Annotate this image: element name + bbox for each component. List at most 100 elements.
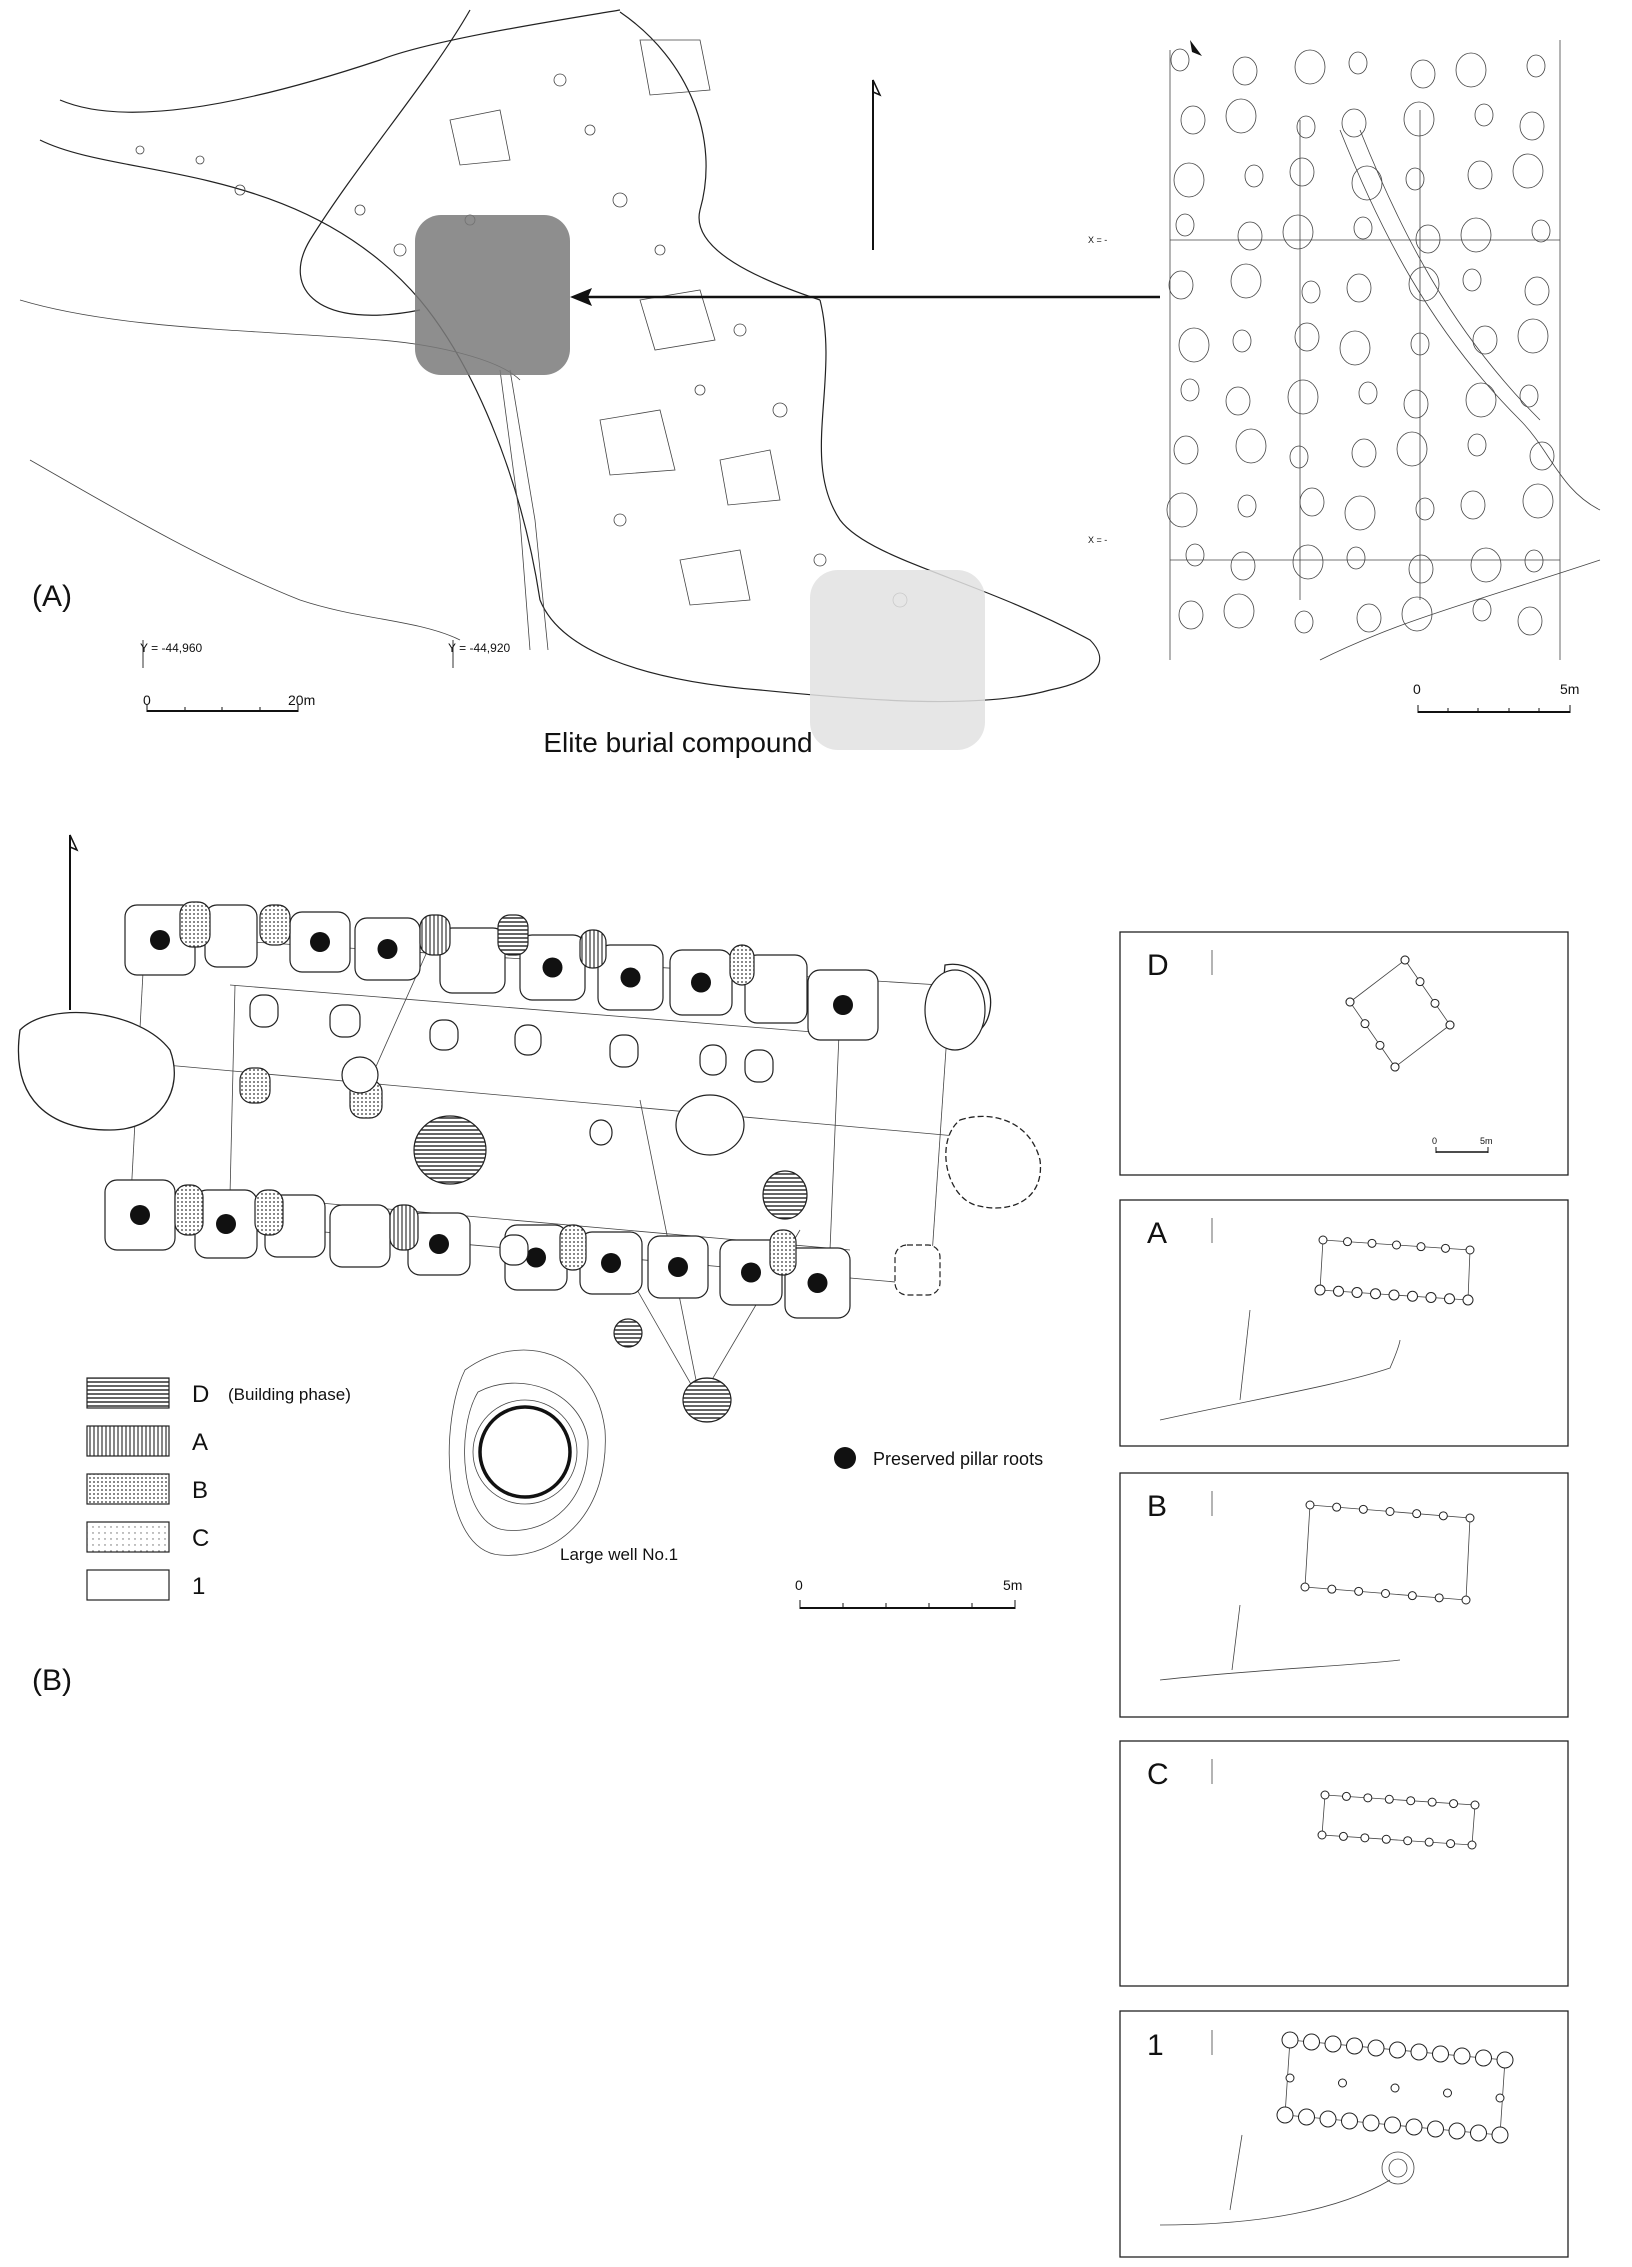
north-arrow-a xyxy=(872,79,882,250)
inset-pit xyxy=(1531,219,1551,243)
phase-panel-a xyxy=(1119,1199,1569,1447)
post-pit xyxy=(329,1204,391,1268)
post-pit xyxy=(341,1056,379,1094)
inset-pit xyxy=(1403,389,1429,419)
phase-post xyxy=(1314,1284,1326,1296)
inset-pit xyxy=(1512,153,1544,189)
inset-pit xyxy=(1472,598,1492,622)
pillar-root xyxy=(150,930,170,950)
post-pit xyxy=(769,1229,797,1276)
inset-pit xyxy=(1230,551,1256,581)
post-pit xyxy=(924,969,986,1051)
phase-post xyxy=(1332,1502,1342,1512)
phase-post xyxy=(1462,1294,1474,1306)
inset-pit xyxy=(1351,438,1377,468)
inset-pit xyxy=(1467,433,1487,457)
phase-post xyxy=(1320,1790,1330,1800)
post-pit xyxy=(439,927,506,994)
post-pit xyxy=(419,914,451,956)
phase-post xyxy=(1495,2093,1505,2103)
inset-pit xyxy=(1180,105,1206,135)
phase-a-ditch xyxy=(1159,1339,1401,1421)
inset-grid-label-1: X = - xyxy=(1088,235,1107,245)
inset-pit xyxy=(1289,445,1309,469)
inset-pit xyxy=(1472,325,1498,355)
post-pit xyxy=(579,929,607,969)
pillar-root xyxy=(833,995,853,1015)
inset-pit xyxy=(1517,606,1543,636)
post-pit xyxy=(413,1115,487,1185)
phase-post xyxy=(1390,1062,1400,1072)
inset-pit xyxy=(1356,603,1382,633)
legend-code-1: 1 xyxy=(192,1573,205,1600)
phase-post xyxy=(1303,2033,1320,2051)
building-plan xyxy=(17,901,1042,1423)
phase-post xyxy=(1445,1020,1455,1030)
inset-pit xyxy=(1519,111,1545,141)
post-pit xyxy=(675,1094,745,1156)
inset-pit xyxy=(1339,330,1371,366)
inset-pit xyxy=(1173,162,1205,198)
phase-post xyxy=(1341,1791,1351,1801)
phase-post xyxy=(1470,2124,1487,2142)
inset-pit xyxy=(1358,381,1378,405)
inset-pit xyxy=(1467,160,1493,190)
phase-post xyxy=(1453,2047,1471,2065)
phase-post xyxy=(1351,1287,1363,1298)
post-pit xyxy=(429,1019,459,1051)
phase-post xyxy=(1285,2073,1295,2083)
pillar-root xyxy=(542,957,563,978)
post-pit xyxy=(179,901,211,948)
post-pit xyxy=(682,1377,732,1423)
inset-pit xyxy=(1178,327,1210,363)
phase-code-1: 1 xyxy=(1147,2029,1164,2062)
inset-pit xyxy=(1232,56,1258,86)
post-pit xyxy=(894,1244,941,1296)
phase-post xyxy=(1425,1292,1437,1303)
inset-pit xyxy=(1522,483,1554,519)
panel-label-b: (B) xyxy=(32,1664,72,1697)
post-pit xyxy=(497,914,529,956)
inset-pit xyxy=(1232,329,1252,353)
phase-post xyxy=(1461,1595,1471,1605)
scale-bar-inset xyxy=(1417,705,1571,713)
pillar-root xyxy=(668,1257,688,1277)
post-pit xyxy=(204,904,258,968)
inset-pit xyxy=(1415,497,1435,521)
phase-post xyxy=(1362,2114,1380,2132)
pillar-root-key xyxy=(834,1447,856,1469)
phase-post xyxy=(1432,2045,1449,2063)
phase-post xyxy=(1298,2108,1315,2126)
legend-swatch-a xyxy=(86,1425,170,1457)
post-pit xyxy=(239,1067,271,1104)
phase-post xyxy=(1281,2031,1299,2049)
legend-note: (Building phase) xyxy=(228,1385,351,1404)
phase-post xyxy=(1412,1509,1422,1519)
phase-panel-b xyxy=(1119,1472,1569,1718)
inset-pit xyxy=(1396,431,1428,467)
inset-grid-label-2: X = - xyxy=(1088,535,1107,545)
inset-pit xyxy=(1465,382,1497,418)
phase-post xyxy=(1406,1796,1416,1806)
pillar-root xyxy=(620,967,641,988)
post-pit xyxy=(613,1318,643,1348)
inset-pit xyxy=(1348,51,1368,75)
inset-pit xyxy=(1178,600,1204,630)
phase-post xyxy=(1465,1513,1475,1523)
phase-post xyxy=(1448,2122,1466,2140)
legend-swatch-c xyxy=(86,1521,170,1553)
phase-post xyxy=(1467,1840,1477,1850)
inset-pit xyxy=(1237,494,1257,518)
phase-post xyxy=(1403,1836,1413,1846)
inset-pit xyxy=(1353,216,1373,240)
phase-post xyxy=(1333,1285,1344,1297)
inset-pit xyxy=(1517,318,1549,354)
scale-main-start: 0 xyxy=(143,692,151,708)
phase-post xyxy=(1424,1837,1434,1847)
phase-post xyxy=(1324,2035,1342,2053)
phase-d-scale xyxy=(1435,1147,1489,1153)
phase-post xyxy=(1360,1019,1370,1029)
pillar-root xyxy=(526,1247,546,1268)
inset-pit xyxy=(1410,332,1430,356)
inset-pit xyxy=(1170,48,1190,72)
